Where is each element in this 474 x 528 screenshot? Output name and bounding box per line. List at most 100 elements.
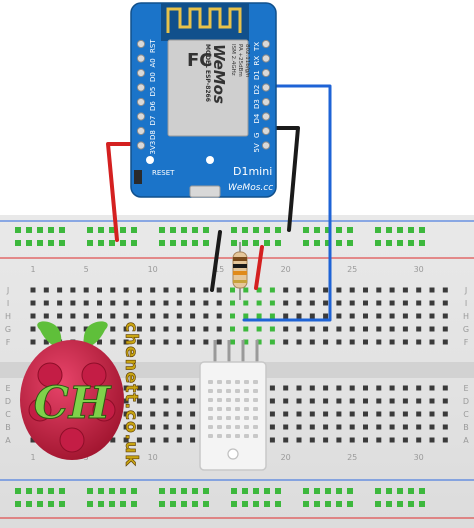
terminal-hole [442, 287, 448, 293]
rail-hole [87, 501, 93, 507]
rail-hole [314, 240, 320, 246]
pin-label: D8 [149, 130, 157, 140]
grille-slot [235, 434, 240, 438]
terminal-hole [323, 424, 329, 430]
terminal-hole [256, 313, 262, 319]
terminal-hole [309, 300, 315, 306]
terminal-hole [163, 339, 169, 345]
row-letter: D [5, 397, 11, 406]
terminal-hole [269, 313, 275, 319]
rail-hole [37, 227, 43, 233]
terminal-hole [442, 385, 448, 391]
rail-hole [375, 488, 381, 494]
grille-slot [235, 398, 240, 402]
terminal-hole [283, 437, 289, 443]
rail-hole [325, 240, 331, 246]
rail-hole [231, 501, 237, 507]
column-number: 20 [281, 453, 291, 462]
terminal-hole [296, 313, 302, 319]
rail-hole [131, 501, 137, 507]
rail-hole [397, 501, 403, 507]
rail-hole [242, 488, 248, 494]
rail-hole [98, 240, 104, 246]
rail-hole [170, 501, 176, 507]
terminal-hole [123, 287, 129, 293]
terminal-hole [70, 313, 76, 319]
model-text: ESP-8266 [204, 70, 211, 102]
rail-hole [419, 227, 425, 233]
terminal-hole [176, 385, 182, 391]
rail-hole [303, 488, 309, 494]
terminal-hole [336, 313, 342, 319]
power-wire-sensor [254, 245, 264, 290]
terminal-hole [309, 437, 315, 443]
terminal-hole [190, 326, 196, 332]
grille-slot [226, 398, 231, 402]
terminal-hole [323, 339, 329, 345]
terminal-hole [176, 398, 182, 404]
terminal-hole [136, 385, 142, 391]
terminal-hole [283, 300, 289, 306]
terminal-hole [150, 339, 156, 345]
grille-slot [226, 389, 231, 393]
terminal-hole [429, 398, 435, 404]
terminal-hole [216, 339, 222, 345]
rail-hole [275, 240, 281, 246]
terminal-hole [363, 424, 368, 430]
rail-hole [87, 240, 93, 246]
terminal-hole [402, 326, 408, 332]
terminal-hole [283, 287, 289, 293]
rail-hole [15, 501, 21, 507]
rail-hole [386, 240, 392, 246]
terminal-hole [30, 300, 36, 306]
rail-hole [131, 227, 137, 233]
grille-slot [253, 434, 258, 438]
terminal-hole [429, 411, 435, 417]
terminal-hole [190, 313, 196, 319]
terminal-hole [336, 339, 342, 345]
terminal-hole [376, 385, 382, 391]
grille-slot [226, 380, 231, 384]
reset-button [134, 170, 142, 184]
terminal-hole [110, 313, 116, 319]
rail-hole [408, 501, 414, 507]
pin-pad [261, 97, 271, 107]
terminal-hole [136, 411, 142, 417]
grille-slot [235, 416, 240, 420]
terminal-hole [336, 411, 342, 417]
terminal-hole [336, 398, 342, 404]
terminal-hole [429, 437, 435, 443]
terminal-hole [190, 437, 196, 443]
terminal-hole [97, 339, 102, 345]
terminal-hole [163, 411, 169, 417]
terminal-hole [150, 424, 156, 430]
terminal-hole [176, 313, 182, 319]
grille-slot [208, 380, 213, 384]
terminal-hole [97, 287, 102, 293]
terminal-hole [123, 424, 129, 430]
rail-hole [26, 240, 32, 246]
terminal-hole [442, 300, 448, 306]
rail-hole [48, 501, 54, 507]
terminal-hole [136, 424, 142, 430]
fcc-logo-text: FC [187, 50, 213, 71]
terminal-hole [283, 313, 289, 319]
grille-slot [253, 416, 258, 420]
terminal-hole [230, 339, 235, 345]
rail-hole [231, 488, 237, 494]
terminal-hole [402, 398, 408, 404]
rail-hole [120, 488, 126, 494]
column-number: 30 [414, 453, 424, 462]
vendor-logo-text: WeMos [210, 44, 228, 104]
terminal-hole [176, 411, 182, 417]
terminal-hole [190, 398, 196, 404]
terminal-hole [283, 411, 289, 417]
grille-slot [244, 398, 249, 402]
rail-hole [303, 227, 309, 233]
terminal-hole [243, 287, 249, 293]
rail-hole [275, 488, 281, 494]
terminal-hole [336, 326, 342, 332]
terminal-hole [269, 437, 275, 443]
rail-hole [419, 240, 425, 246]
